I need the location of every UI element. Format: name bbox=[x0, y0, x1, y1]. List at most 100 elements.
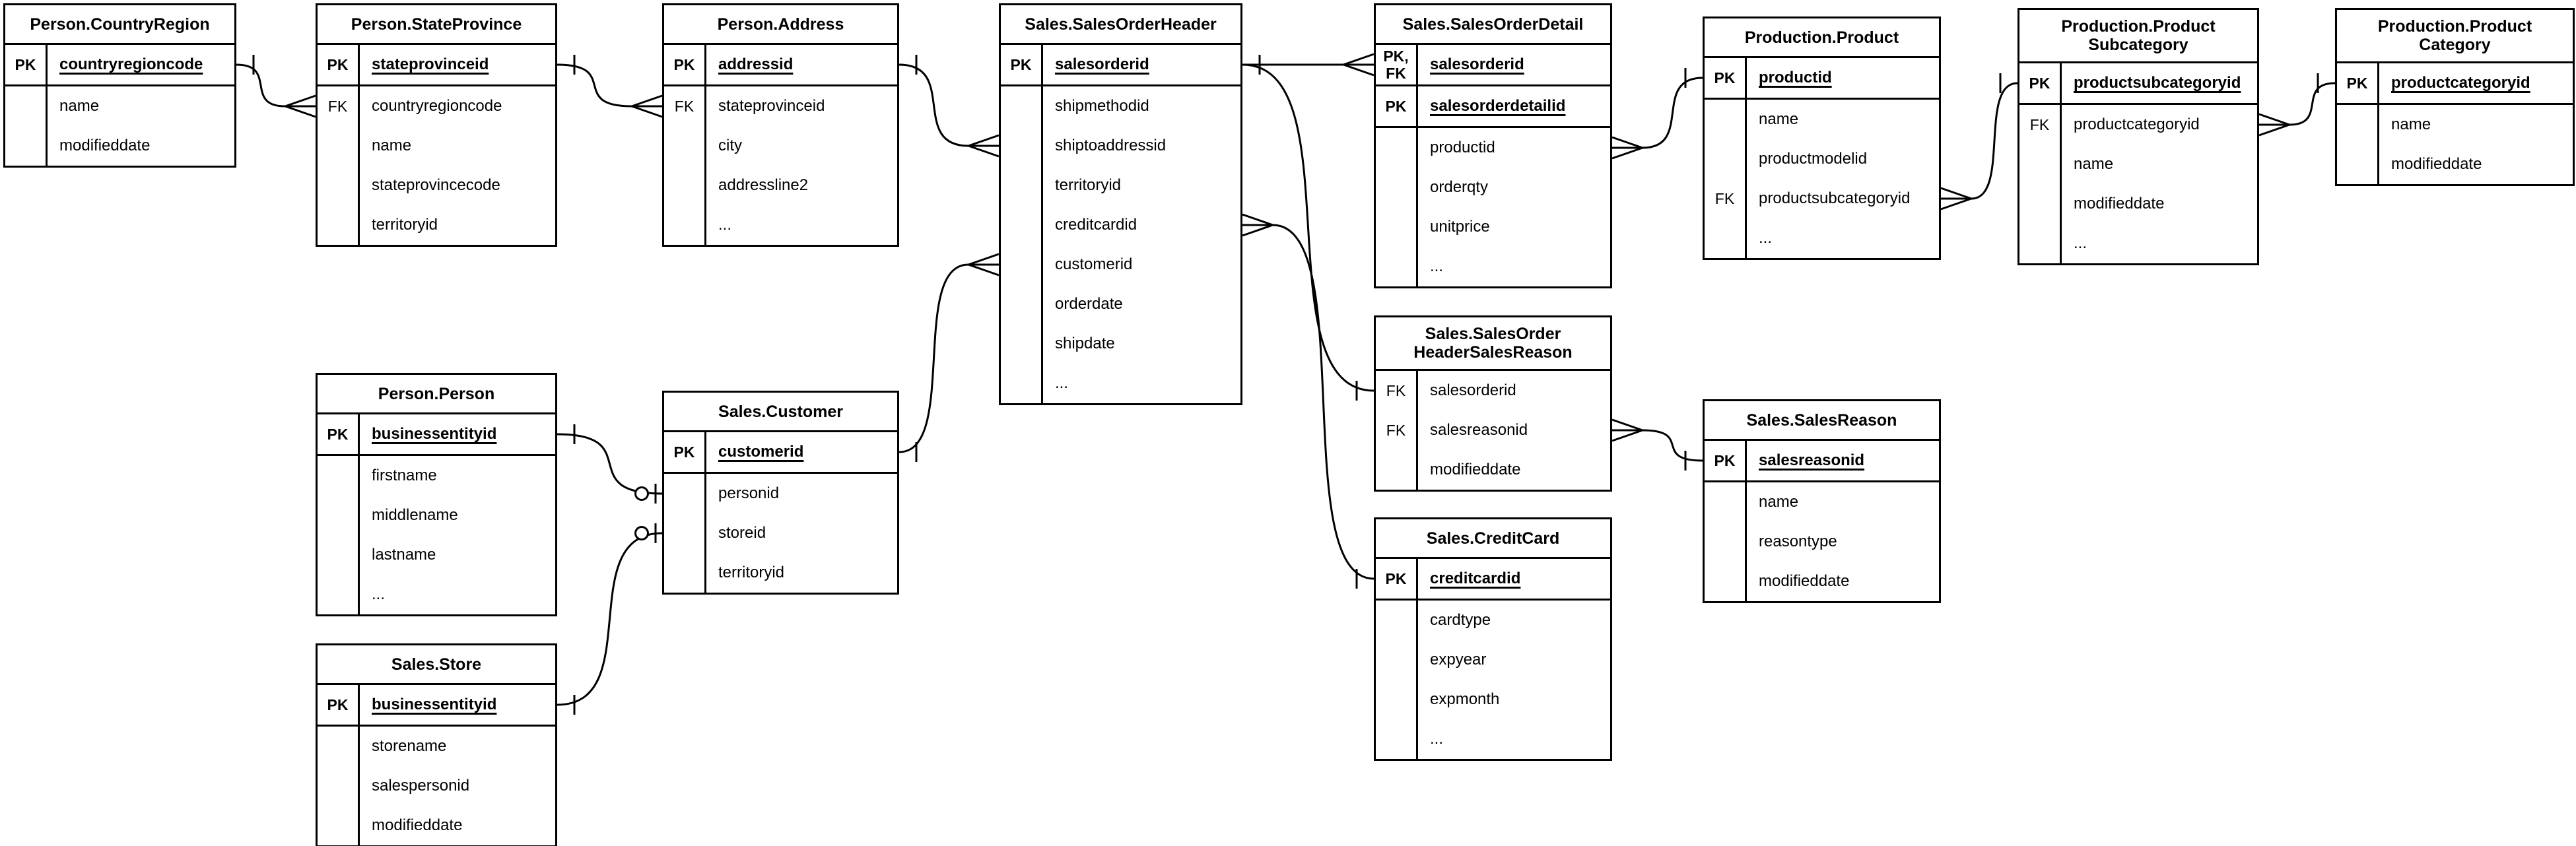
key-label bbox=[2019, 145, 2062, 184]
crows-foot-marker bbox=[1343, 53, 1374, 77]
zero-or-one-circle-marker bbox=[634, 526, 649, 540]
key-label bbox=[1001, 324, 1043, 364]
key-label: PK bbox=[1705, 441, 1747, 480]
field-row: customerid bbox=[1001, 245, 1240, 284]
field-name: territoryid bbox=[1055, 176, 1122, 194]
field-name: city bbox=[718, 137, 742, 154]
field-row: ... bbox=[2019, 224, 2257, 263]
field-row: lastname bbox=[318, 535, 555, 575]
relationship-line bbox=[557, 433, 663, 495]
field-row: orderdate bbox=[1001, 284, 1240, 324]
field-row: ... bbox=[318, 575, 555, 614]
field-name: creditcardid bbox=[1055, 216, 1137, 234]
key-label bbox=[1376, 450, 1418, 490]
key-label bbox=[1001, 126, 1043, 166]
key-label bbox=[664, 126, 706, 166]
key-label: PK bbox=[318, 45, 360, 84]
field-name: shipmethodid bbox=[1055, 97, 1149, 115]
key-label: PK bbox=[1376, 559, 1418, 599]
crows-foot-marker bbox=[968, 253, 1000, 277]
crows-foot-marker bbox=[631, 94, 663, 118]
field-row: addressline2 bbox=[664, 166, 897, 205]
field-name: customerid bbox=[1055, 255, 1133, 273]
key-label bbox=[318, 496, 360, 535]
field-name: ... bbox=[718, 216, 732, 234]
field-name: creditcardid bbox=[1430, 569, 1521, 587]
crows-foot-marker bbox=[1611, 418, 1643, 442]
field-name: ... bbox=[1759, 229, 1773, 247]
connector-salesorderheader-salesorderdetail bbox=[1242, 53, 1374, 77]
key-label: PK bbox=[318, 414, 360, 454]
table-title: Production.Product bbox=[1705, 18, 1939, 58]
connector-countryregion-stateprovince bbox=[236, 55, 316, 118]
relationship-line bbox=[898, 63, 969, 147]
field-row: territoryid bbox=[664, 553, 897, 593]
field-name: expyear bbox=[1430, 651, 1487, 668]
field-row: name bbox=[318, 126, 555, 166]
key-label: PK bbox=[2019, 63, 2062, 103]
field-name: productid bbox=[1430, 139, 1495, 156]
field-name: productsubcategoryid bbox=[2074, 74, 2241, 92]
field-name: salesorderdetailid bbox=[1430, 97, 1566, 115]
field-name: middlename bbox=[372, 506, 458, 524]
key-label bbox=[1001, 86, 1043, 126]
field-row: shipdate bbox=[1001, 324, 1240, 364]
key-label bbox=[318, 126, 360, 166]
field-name: modifieddate bbox=[2391, 155, 2482, 173]
key-label bbox=[318, 456, 360, 496]
crows-foot-marker bbox=[285, 94, 316, 118]
key-label bbox=[1001, 284, 1043, 324]
field-name: name bbox=[2074, 155, 2114, 173]
field-row: storeid bbox=[664, 513, 897, 553]
field-row: ... bbox=[1705, 218, 1939, 258]
field-name: productid bbox=[1759, 69, 1832, 86]
field-name: ... bbox=[1430, 257, 1444, 275]
key-label bbox=[1376, 207, 1418, 247]
key-label bbox=[318, 575, 360, 614]
field-row: modifieddate bbox=[2019, 184, 2257, 224]
key-label bbox=[664, 166, 706, 205]
crows-foot-marker bbox=[1242, 213, 1273, 237]
connector-salesorderheader-headersalesreason bbox=[1242, 63, 1374, 401]
connector-product-productsubcategory bbox=[1940, 73, 2018, 211]
field-row: modifieddate bbox=[318, 806, 555, 845]
key-label bbox=[1376, 719, 1418, 759]
key-label: PK bbox=[1001, 45, 1043, 84]
field-name: salesorderid bbox=[1055, 55, 1149, 73]
field-row: firstname bbox=[318, 456, 555, 496]
field-row: modifieddate bbox=[2337, 145, 2573, 184]
field-row: cardtype bbox=[1376, 601, 1610, 640]
key-label: PK bbox=[5, 45, 48, 84]
field-name: firstname bbox=[372, 467, 437, 484]
field-row: city bbox=[664, 126, 897, 166]
field-name: salespersonid bbox=[372, 777, 470, 795]
field-name: productcategoryid bbox=[2391, 74, 2530, 92]
key-label bbox=[1001, 166, 1043, 205]
table-title: Production.Product Subcategory bbox=[2019, 10, 2257, 63]
field-row: PK productsubcategoryid bbox=[2019, 63, 2257, 103]
field-name: modifieddate bbox=[2074, 195, 2165, 212]
field-row: storename bbox=[318, 727, 555, 766]
